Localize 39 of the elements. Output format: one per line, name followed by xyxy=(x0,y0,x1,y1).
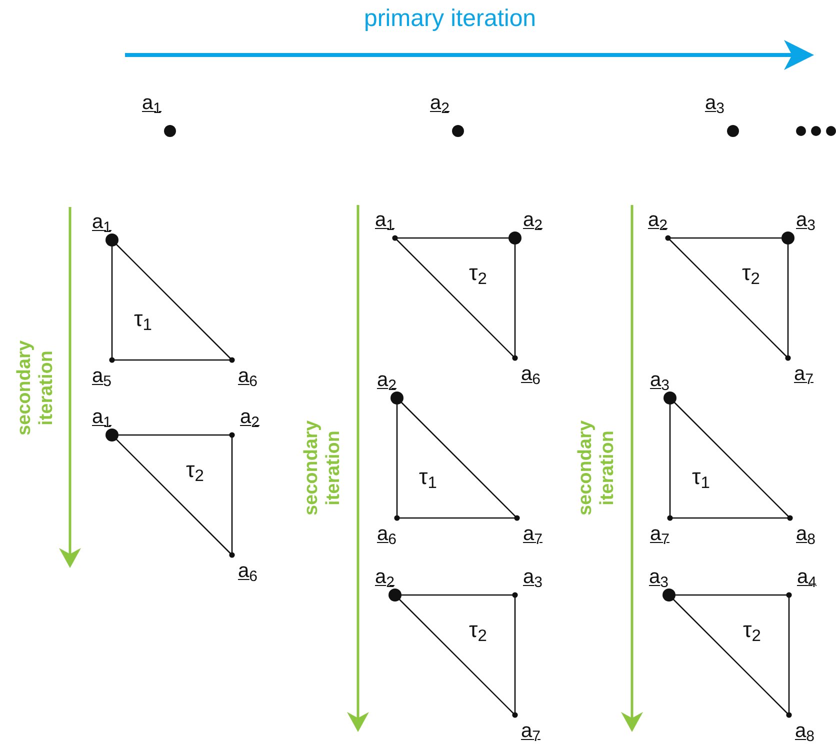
vertex-label: a$_{7}$ xyxy=(523,522,542,546)
vertex-label: a$_{3}$ xyxy=(796,208,816,232)
vertex-label: a$_{2}$ xyxy=(377,368,396,392)
triangle-label: τ$_{2}$ xyxy=(743,617,761,643)
triangle-label: τ$_{2}$ xyxy=(186,457,204,483)
vertex-label: a$_{6}$ xyxy=(238,559,258,583)
vertex-label: a$_{7}$ xyxy=(650,522,670,546)
vertex-label: a$_{1}$ xyxy=(375,208,394,232)
vertex-label: a$_{2}$ xyxy=(375,565,394,589)
vertex-label: a$_{8}$ xyxy=(795,719,814,743)
vertex-label: a$_{5}$ xyxy=(92,364,112,388)
vertex-label: a$_{2}$ xyxy=(648,208,668,232)
vertex-label: a$_{1}$ xyxy=(92,405,112,429)
vertex-label: a$_{6}$ xyxy=(521,362,540,386)
vertex-label: a$_{6}$ xyxy=(377,522,396,546)
vertex-label: a$_{2}$ xyxy=(240,405,260,429)
vertex-label: a$_{2}$ xyxy=(523,208,542,232)
vertex-label: a$_{3}$ xyxy=(705,91,724,115)
triangle-label: τ$_{2}$ xyxy=(469,260,487,286)
axis-label: secondary iteration xyxy=(14,339,58,438)
vertex-label: a$_{3}$ xyxy=(649,565,668,589)
axis-label: primary iteration xyxy=(362,4,538,34)
vertex-label: a$_{1}$ xyxy=(92,210,112,234)
triangle-label: τ$_{1}$ xyxy=(692,464,710,490)
vertex-label: a$_{4}$ xyxy=(797,565,816,589)
vertex-label: a$_{7}$ xyxy=(794,362,814,386)
axis-label: secondary iteration xyxy=(301,419,345,518)
triangle-label: τ$_{2}$ xyxy=(469,617,487,643)
vertex-label: a$_{2}$ xyxy=(430,91,450,115)
triangle-label: τ$_{1}$ xyxy=(134,306,152,332)
axis-label: secondary iteration xyxy=(575,419,619,518)
triangle-label: τ$_{2}$ xyxy=(742,260,760,286)
vertex-label: a$_{3}$ xyxy=(650,368,670,392)
vertex-label: a$_{3}$ xyxy=(523,565,542,589)
triangle-label: τ$_{1}$ xyxy=(419,464,437,490)
vertex-label: a$_{1}$ xyxy=(142,91,162,115)
vertex-label: a$_{8}$ xyxy=(796,522,816,546)
vertex-label: a$_{6}$ xyxy=(238,364,258,388)
vertex-label: a$_{7}$ xyxy=(521,719,540,743)
